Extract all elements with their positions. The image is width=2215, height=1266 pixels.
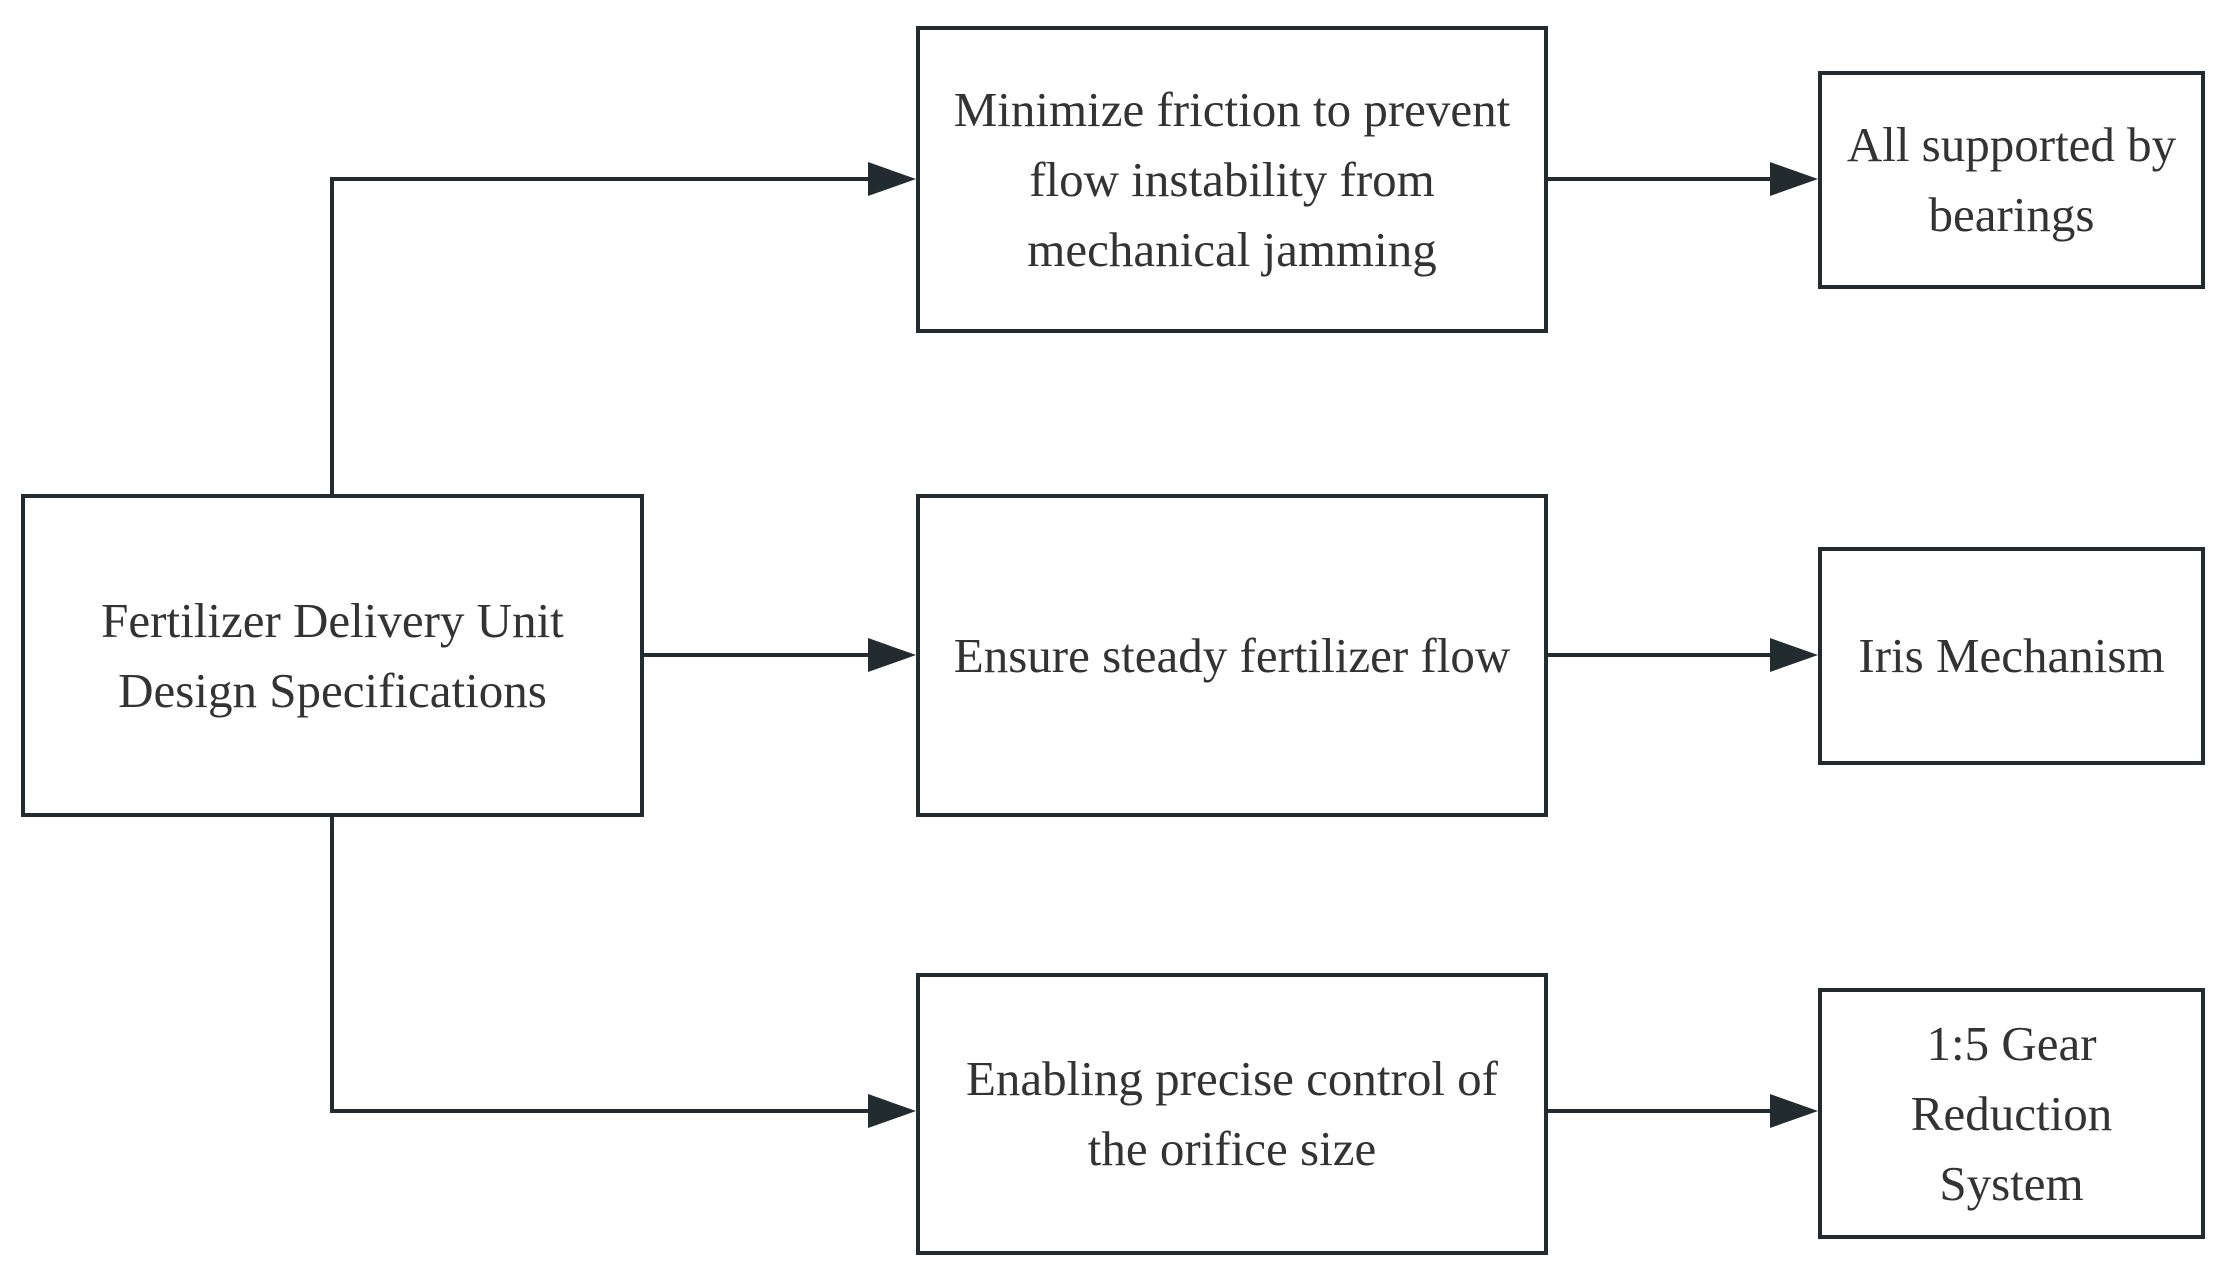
requirement-node-orifice-control: Enabling precise control of the orifice … — [916, 973, 1548, 1255]
solution-node-label: 1:5 Gear Reduction System — [1910, 1015, 2113, 1211]
edge-friction-to-bearings — [1548, 162, 1818, 196]
solution-node-gear-reduction: 1:5 Gear Reduction System — [1818, 988, 2205, 1239]
edge-root-to-steady — [644, 638, 916, 672]
edge-root-to-friction — [330, 162, 916, 494]
root-node-design-specifications: Fertilizer Delivery Unit Design Specific… — [21, 494, 644, 817]
solution-node-iris-mechanism: Iris Mechanism — [1818, 547, 2205, 765]
requirement-node-steady-flow: Ensure steady fertilizer flow — [916, 494, 1548, 817]
requirement-node-label: Ensure steady fertilizer flow — [953, 627, 1511, 683]
requirement-node-minimize-friction: Minimize friction to prevent flow instab… — [916, 26, 1548, 333]
edge-orifice-to-gear — [1548, 1094, 1818, 1128]
solution-node-label: All supported by bearings — [1846, 117, 2177, 242]
edge-steady-to-iris — [1548, 638, 1818, 672]
requirement-node-label: Minimize friction to prevent flow instab… — [953, 81, 1511, 277]
solution-node-label: Iris Mechanism — [1858, 628, 2165, 683]
requirement-node-label: Enabling precise control of the orifice … — [965, 1051, 1498, 1176]
solution-node-bearings: All supported by bearings — [1818, 71, 2205, 289]
edge-root-to-orifice — [330, 817, 916, 1128]
root-node-label: Fertilizer Delivery Unit Design Specific… — [101, 592, 564, 718]
